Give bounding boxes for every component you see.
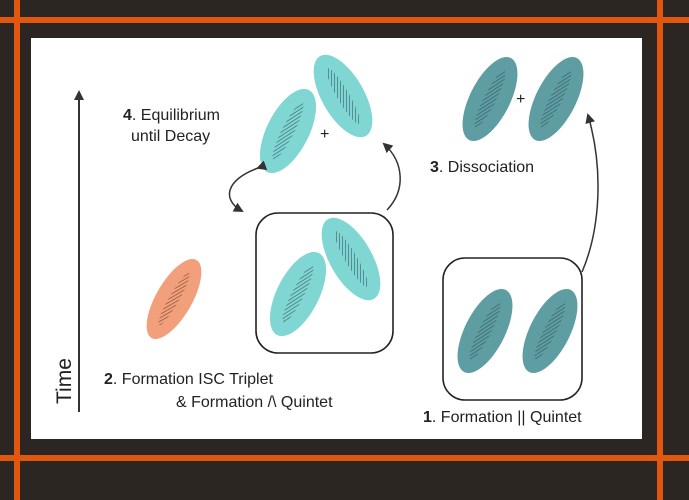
molecule-equilibrium-right: [313, 54, 373, 138]
step-4-label: 4. Equilibrium: [123, 107, 220, 124]
step-3-text: Dissociation: [447, 159, 535, 176]
molecule-quintet-right: [522, 289, 578, 373]
equilibrium-double-arrow: [228, 160, 268, 212]
step-2-label: 2. Formation ISC Triplet: [104, 371, 273, 388]
molecule-orange-triplet: [146, 259, 202, 339]
molecule-equilibrium-left: [259, 88, 317, 174]
step-4-line2: until Decay: [131, 128, 211, 145]
plus-sign-dissociation: +: [516, 91, 525, 108]
molecule-quintet-left: [457, 289, 513, 373]
step-2-number: 2: [104, 371, 113, 388]
molecule-box-right: [321, 217, 381, 301]
frame-right-line: [657, 0, 663, 500]
step-1-text: Formation || Quintet: [440, 409, 582, 426]
frame-top-line: [0, 17, 689, 23]
molecule-dissociation-right: [528, 57, 584, 141]
step-2-line1: Formation ISC Triplet: [121, 371, 273, 388]
step-1-label: 1. Formation || Quintet: [423, 409, 582, 426]
step-2-label-line2: & Formation /\ Quintet: [176, 393, 333, 413]
step-4-number: 4: [123, 107, 132, 124]
step-3-label: 3. Dissociation: [430, 159, 535, 176]
plus-sign-equilibrium: +: [320, 126, 329, 143]
step-4-line1: Equilibrium: [140, 107, 220, 124]
step-3-number: 3: [430, 159, 439, 176]
frame-left-line: [14, 0, 20, 500]
step-1-number: 1: [423, 409, 432, 426]
box-to-equilibrium-arrow: [382, 142, 401, 211]
molecule-dissociation-left: [462, 57, 518, 141]
intermediate-pair-box: [255, 212, 394, 354]
step-4-label-line2: until Decay: [131, 127, 210, 147]
molecule-box-left: [269, 251, 327, 337]
quintet-to-dissociation-arrow: [581, 113, 599, 273]
quintet-pair-box: [442, 257, 583, 401]
frame-bottom-line: [0, 455, 689, 461]
time-axis-label: Time: [53, 358, 76, 404]
step-2-line2: & Formation /\ Quintet: [176, 394, 333, 411]
